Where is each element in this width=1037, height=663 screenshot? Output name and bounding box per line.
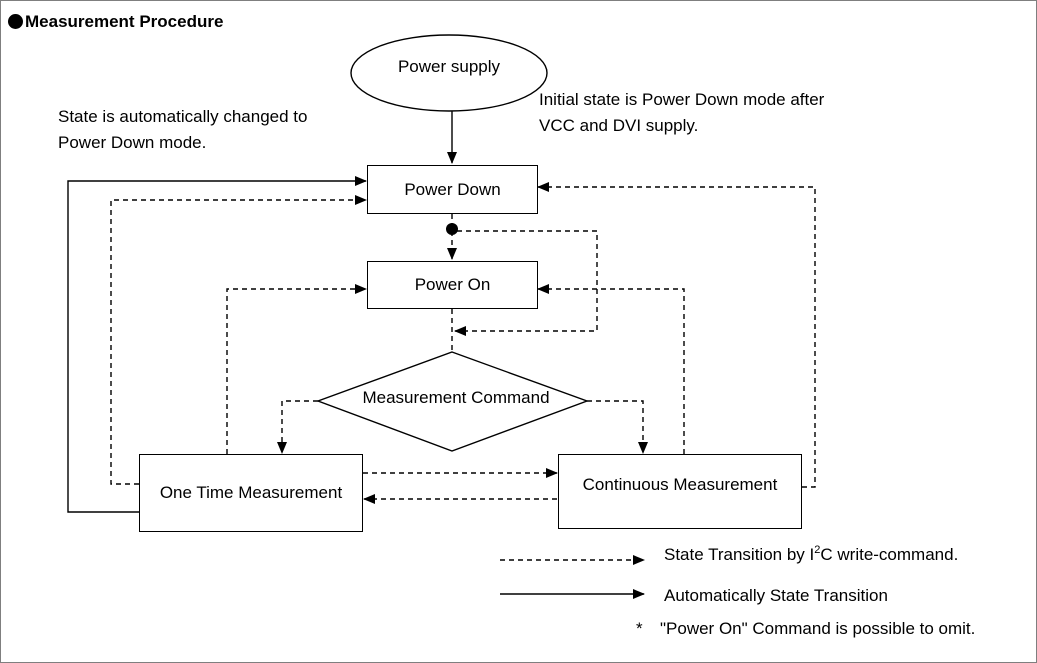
continuous-measurement-node: Continuous Measurement	[558, 454, 802, 529]
measurement-command-label: Measurement Command	[362, 388, 549, 407]
footnote-text: "Power On" Command is possible to omit.	[660, 619, 975, 638]
power-on-label: Power On	[414, 275, 491, 294]
one-time-measurement-node: One Time Measurement	[139, 454, 363, 532]
onetime-to-powerdown-dashed-arrow	[110, 195, 367, 485]
onetime-to-poweron-arrow	[226, 284, 367, 454]
continuous-to-powerdown-arrow	[537, 182, 816, 488]
onetime-to-powerdown-auto-arrow	[67, 176, 367, 513]
power-down-node: Power Down	[367, 165, 538, 214]
power-down-label: Power Down	[404, 179, 501, 199]
power-supply-node	[350, 34, 548, 112]
command-to-onetime-arrow	[277, 400, 318, 454]
legend-solid-text: Automatically State Transition	[664, 586, 888, 605]
page-title: Measurement Procedure	[8, 10, 223, 34]
bullet-icon	[8, 14, 23, 29]
continuous-to-poweron-arrow	[537, 284, 685, 454]
measurement-command-node	[315, 351, 590, 452]
initial-state-note-line1: Initial state is Power Down mode after	[539, 90, 825, 109]
auto-change-note-line1: State is automatically changed to	[58, 107, 308, 126]
omit-poweron-loop-arrow	[454, 230, 598, 336]
command-to-continuous-arrow	[587, 400, 648, 454]
junction-dot	[446, 223, 458, 235]
heading-text: Measurement Procedure	[25, 12, 224, 31]
power-supply-label: Power supply	[398, 57, 501, 76]
continuous-measurement-label: Continuous Measurement	[582, 475, 778, 494]
auto-change-note-line2: Power Down mode.	[58, 133, 207, 152]
legend-dashed-text: State Transition by I2C write-command.	[664, 544, 958, 564]
one-time-measurement-label: One Time Measurement	[159, 483, 343, 502]
footnote-mark: *	[636, 619, 643, 638]
initial-state-note-line2: VCC and DVI supply.	[539, 116, 699, 135]
power-on-node: Power On	[367, 261, 538, 309]
